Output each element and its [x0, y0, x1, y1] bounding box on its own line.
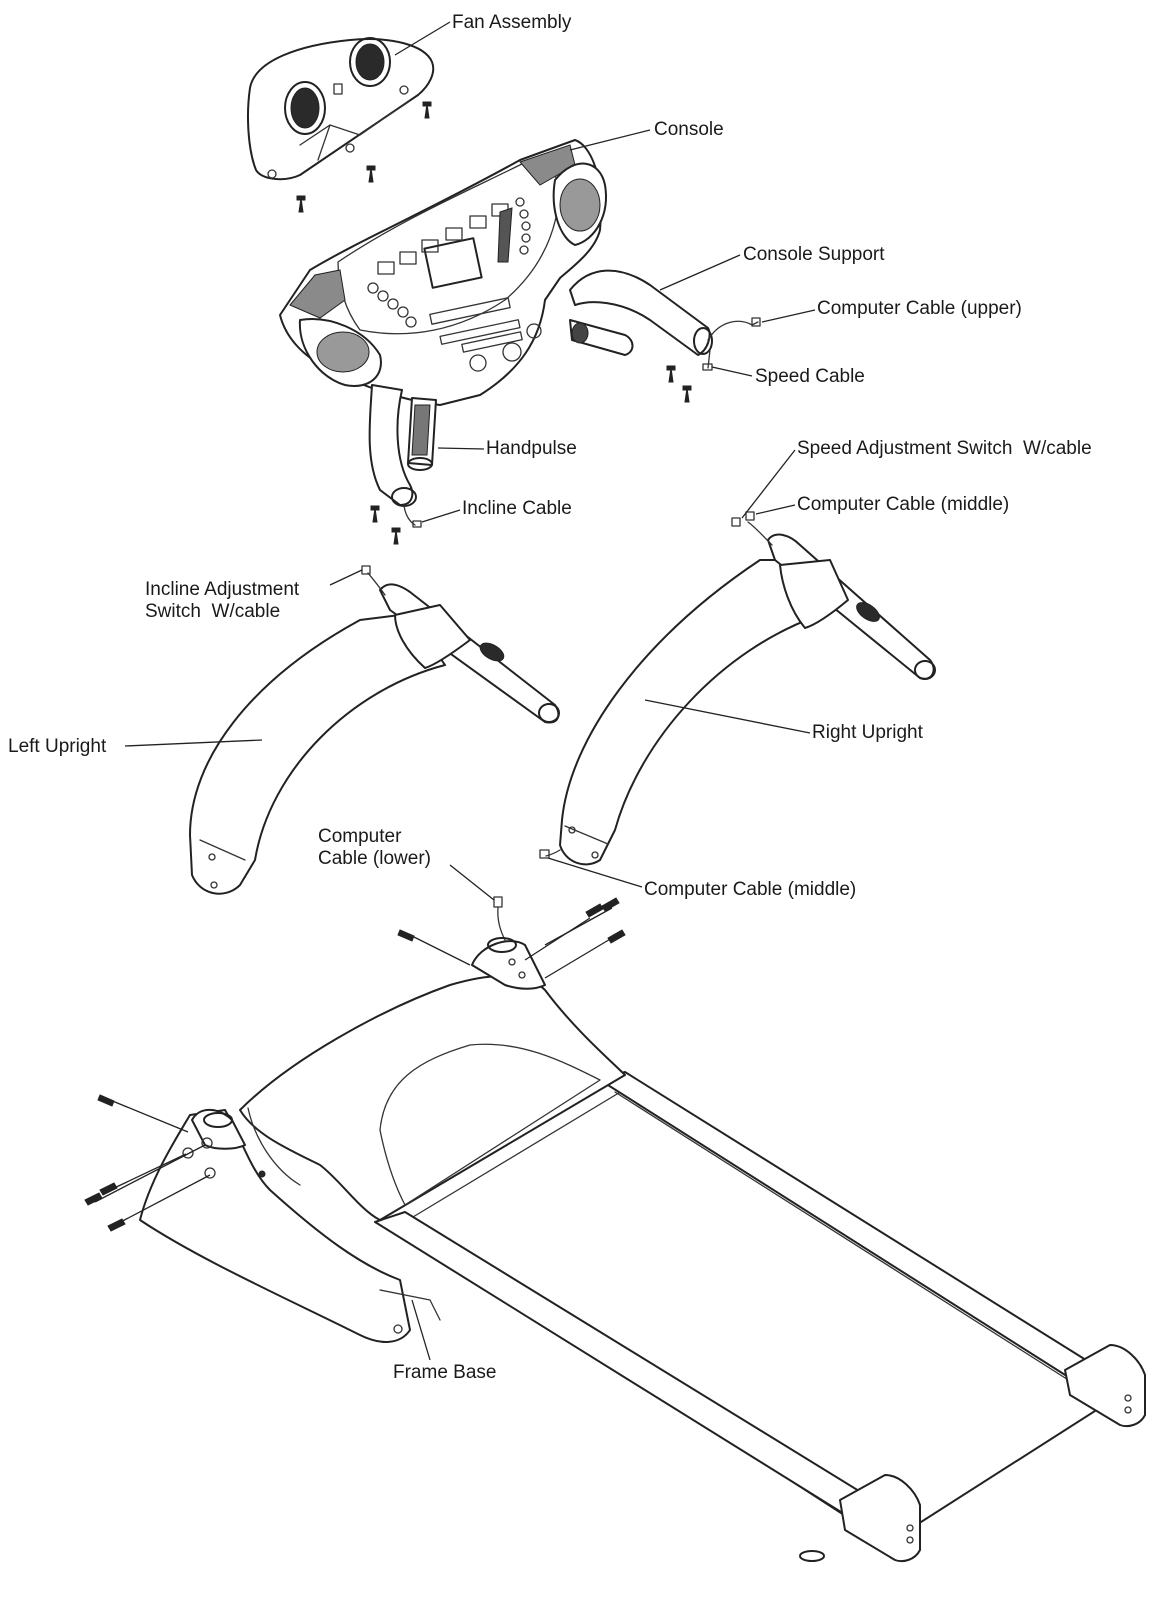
handpulse [407, 397, 437, 471]
frame-base-label: Frame Base [393, 1362, 497, 1383]
right-upright-label: Right Upright [812, 722, 923, 743]
frame-screws-left [84, 1094, 211, 1232]
fan-screw-1 [424, 103, 430, 119]
frame-base [139, 937, 1146, 1563]
computer-cable-middle-bottom-label: Computer Cable (middle) [644, 879, 857, 900]
speed-adjustment-switch-label: Speed Adjustment Switch W/cable [797, 438, 1092, 459]
incline-cable-label: Incline Cable [462, 498, 572, 519]
left-console-arm [368, 384, 417, 507]
computer-cable-upper-label: Computer Cable (upper) [817, 298, 1022, 319]
right-upright [559, 533, 936, 866]
console [279, 139, 634, 406]
console-label: Console [654, 119, 724, 140]
handpulse-label: Handpulse [486, 438, 577, 459]
computer-cable-lower-label-line2: Cable (lower) [318, 848, 431, 869]
computer-cable-lower-label-line1: Computer [318, 826, 402, 847]
left-upright [189, 583, 560, 895]
frame-screws-right [397, 897, 626, 979]
incline-adjustment-switch-label-line2: Switch W/cable [145, 601, 281, 622]
console-support-label: Console Support [743, 244, 885, 265]
left-upright-label: Left Upright [8, 736, 107, 757]
console-support [569, 269, 713, 356]
fan-assembly [247, 37, 435, 181]
computer-cable-middle-top-label: Computer Cable (middle) [797, 494, 1010, 515]
speed-cable-label: Speed Cable [755, 366, 865, 387]
fan-assembly-label: Fan Assembly [452, 12, 572, 33]
incline-adjustment-switch-label-line1: Incline Adjustment [145, 579, 300, 600]
